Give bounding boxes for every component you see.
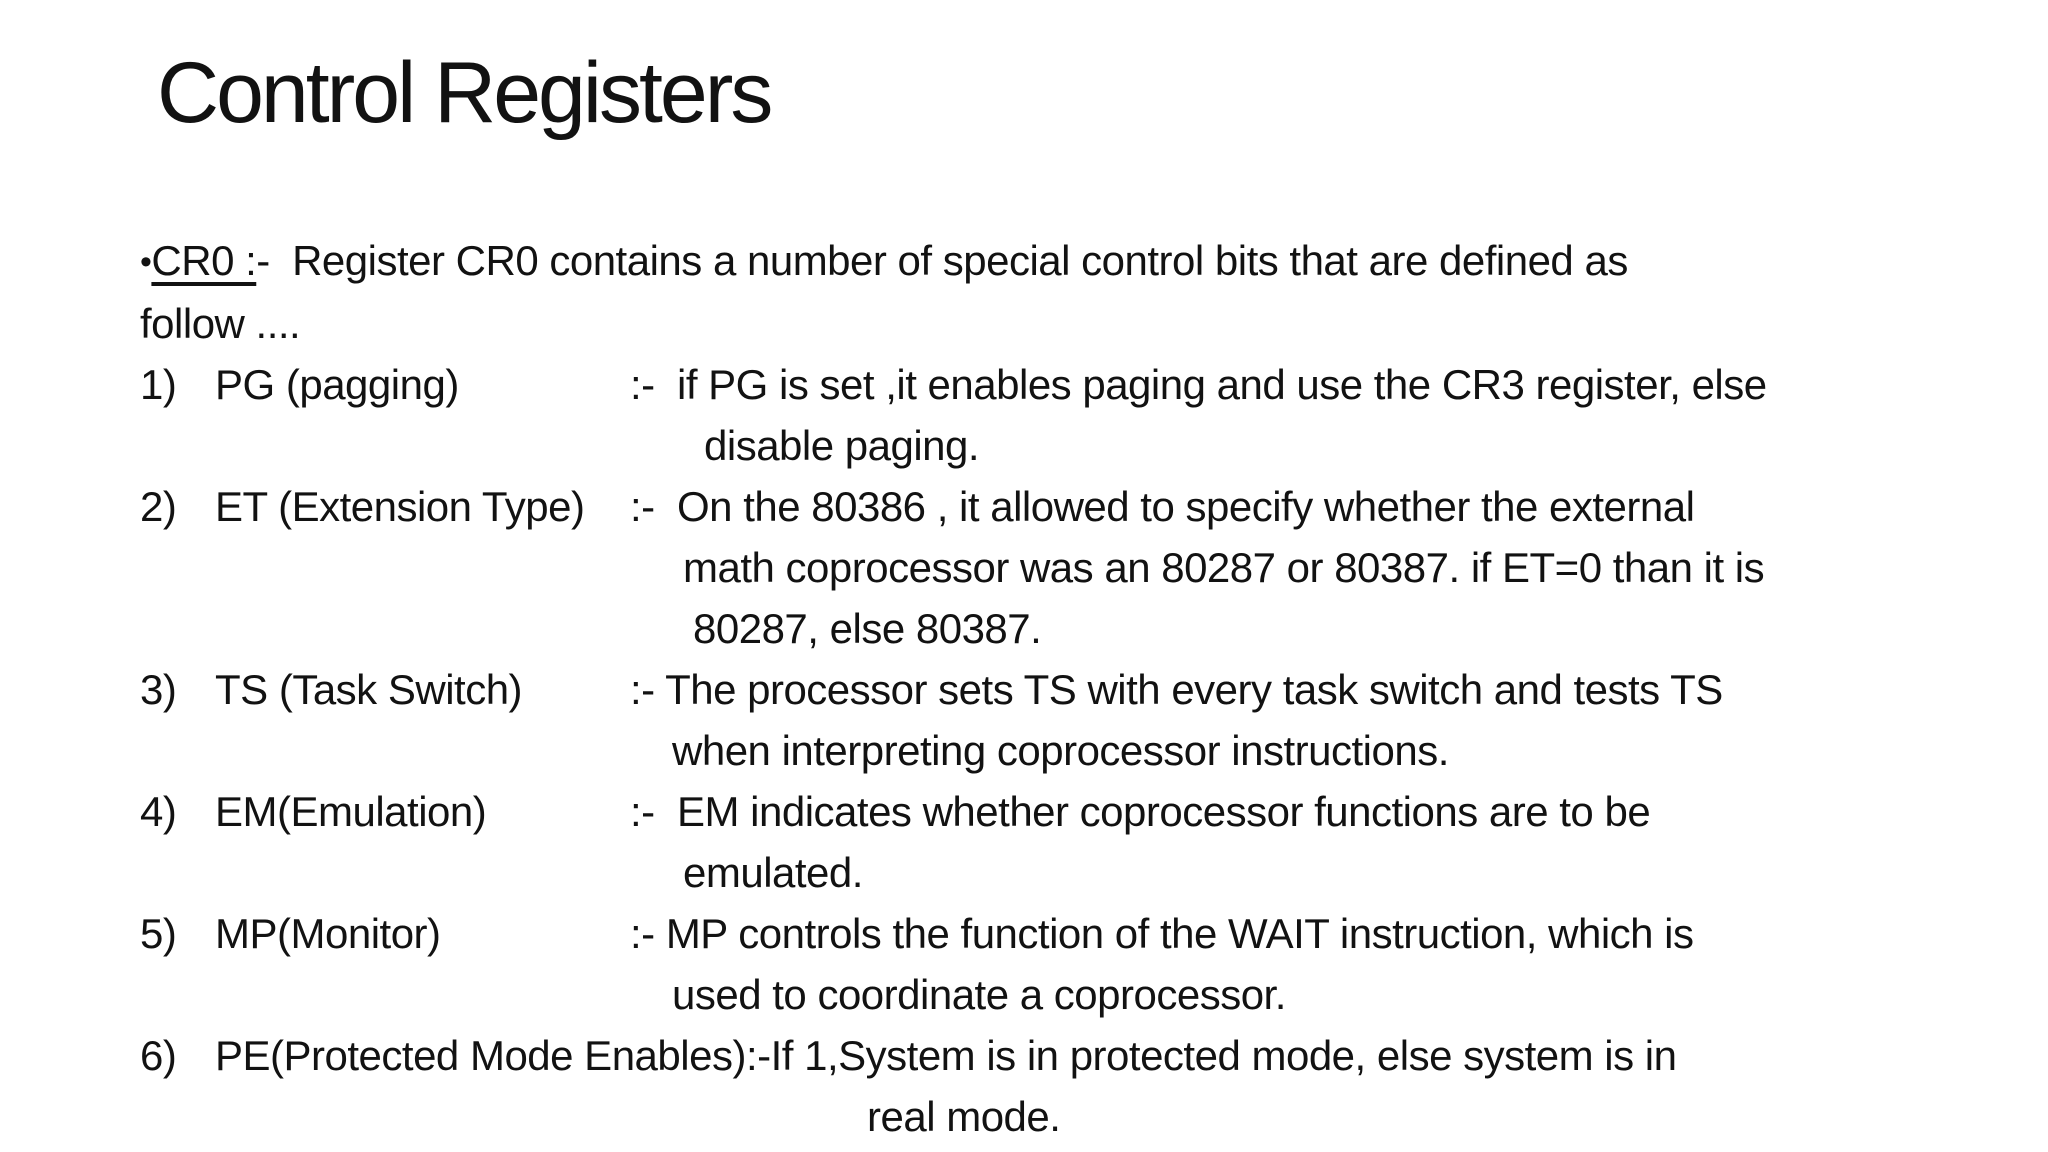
item-definition: :- The processor sets TS with every task…: [630, 666, 1723, 713]
list-item-6-continuation: real mode.: [867, 1093, 1061, 1140]
intro-line-1: •CR0 :- Register CR0 contains a number o…: [140, 230, 2000, 293]
slide-body: •CR0 :- Register CR0 contains a number o…: [140, 230, 2000, 1147]
item-number: 5): [140, 910, 177, 957]
list-item-1-continuation: disable paging.: [704, 422, 980, 469]
item-term: EM(Emulation): [215, 788, 487, 835]
intro-text: - Register CR0 contains a number of spec…: [256, 237, 1628, 284]
list-item-4-continuation: emulated.: [683, 849, 863, 896]
list-item-3: 3) TS (Task Switch) :- The processor sets …: [140, 659, 2000, 720]
slide-title: Control Registers: [157, 45, 773, 141]
item-term: TS (Task Switch): [215, 666, 523, 713]
item-number: 6): [140, 1032, 177, 1079]
item-number: 3): [140, 666, 177, 713]
list-item-1: 1) PG (pagging) :- if PG is set ,it enable…: [140, 354, 2000, 415]
list-item-6: 6) PE(Protected Mode Enables):-If 1,Syste…: [140, 1025, 2000, 1086]
item-term: PE(Protected Mode Enables): [215, 1032, 746, 1079]
item-number: 1): [140, 361, 177, 408]
bullet-glyph: •: [140, 243, 152, 281]
list-item-2-continuation: 80287, else 80387.: [693, 605, 1042, 652]
item-number: 2): [140, 483, 177, 530]
item-term: ET (Extension Type): [215, 483, 585, 530]
list-item-4: 4) EM(Emulation) :- EM indicates whether c…: [140, 781, 2000, 842]
intro-line-2: follow ....: [140, 300, 301, 347]
item-number: 4): [140, 788, 177, 835]
item-term: MP(Monitor): [215, 910, 441, 957]
item-term: PG (pagging): [215, 361, 459, 408]
list-item-5-continuation: used to coordinate a coprocessor.: [672, 971, 1286, 1018]
item-definition: :- EM indicates whether coprocessor func…: [630, 788, 1651, 835]
item-definition: :- if PG is set ,it enables paging and u…: [630, 361, 1767, 408]
item-definition: :- On the 80386 , it allowed to specify …: [630, 483, 1695, 530]
list-item-2: 2) ET (Extension Type) :- On the 80386 , i…: [140, 476, 2000, 537]
list-item-2-continuation: math coprocessor was an 80287 or 80387. …: [683, 544, 1765, 591]
cr0-term: CR0 :: [151, 237, 257, 284]
item-definition: :- MP controls the function of the WAIT …: [630, 910, 1694, 957]
item-definition: :-If 1,System is in protected mode, else…: [745, 1032, 1677, 1079]
list-item-5: 5) MP(Monitor) :- MP controls the function…: [140, 903, 2000, 964]
list-item-3-continuation: when interpreting coprocessor instructio…: [672, 727, 1449, 774]
